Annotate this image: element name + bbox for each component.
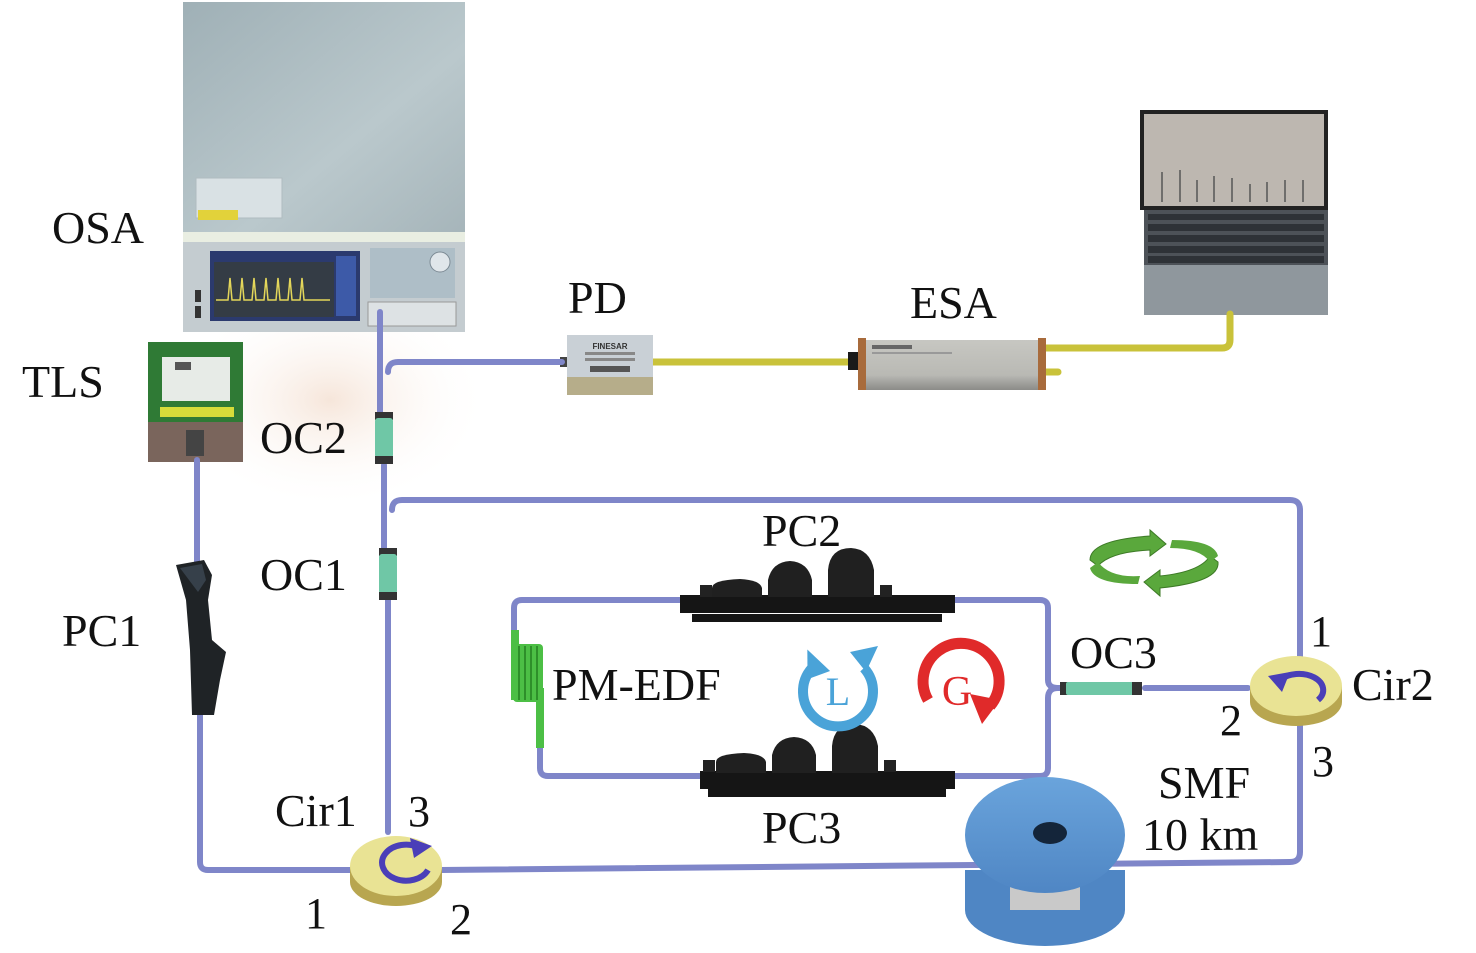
pm-edf-label: PM-EDF (552, 659, 721, 710)
cir1-port-3: 3 (408, 787, 430, 836)
pc2-label: PC2 (762, 505, 841, 556)
smf-length: 10 km (1142, 809, 1259, 860)
gain-letter: G (942, 669, 972, 715)
tls-label: TLS (22, 356, 104, 407)
tls-instrument (148, 342, 243, 462)
laptop-screen (1144, 114, 1324, 206)
smf-spool (965, 777, 1125, 946)
esa-label: ESA (910, 277, 997, 328)
oc2-label: OC2 (260, 412, 347, 463)
pd-label: PD (568, 272, 627, 323)
oc3-label: OC3 (1070, 627, 1157, 678)
rotation-arrows-icon (1089, 528, 1219, 598)
pd-brand: FINESAR (592, 342, 627, 351)
oc2-coupler (375, 412, 393, 464)
gain-symbol: G (917, 637, 1005, 724)
cir1-label: Cir1 (275, 785, 357, 836)
cir2-port-2: 2 (1220, 696, 1242, 745)
pc3-controller (700, 724, 955, 797)
fibers (194, 309, 1303, 873)
cir2-port-1: 1 (1310, 607, 1332, 656)
background-glow (170, 290, 490, 510)
cir2-label: Cir2 (1352, 659, 1434, 710)
laptop (1140, 110, 1328, 315)
loss-symbol: L (798, 646, 878, 732)
oc3-coupler (1060, 682, 1142, 695)
cir2-circulator (1250, 656, 1342, 726)
pc3-label: PC3 (762, 802, 841, 853)
esa-laptop-cable (1041, 310, 1234, 352)
pc1-label: PC1 (62, 605, 141, 656)
cir2-port-3: 3 (1312, 737, 1334, 786)
pc1-controller (176, 560, 226, 715)
osa-instrument (183, 2, 465, 332)
pm-edf-coil (511, 630, 544, 748)
smf-label: SMF (1158, 757, 1250, 808)
cir1-port-1: 1 (305, 889, 327, 938)
osa-label: OSA (52, 202, 144, 253)
pd-device: FINESAR (560, 335, 653, 395)
oc1-coupler (379, 548, 397, 600)
loss-letter: L (826, 669, 850, 714)
oc1-label: OC1 (260, 549, 347, 600)
cir1-circulator (350, 836, 442, 906)
cir1-port-2: 2 (450, 895, 472, 944)
esa-device (848, 338, 1046, 390)
pc2-controller (680, 548, 955, 622)
